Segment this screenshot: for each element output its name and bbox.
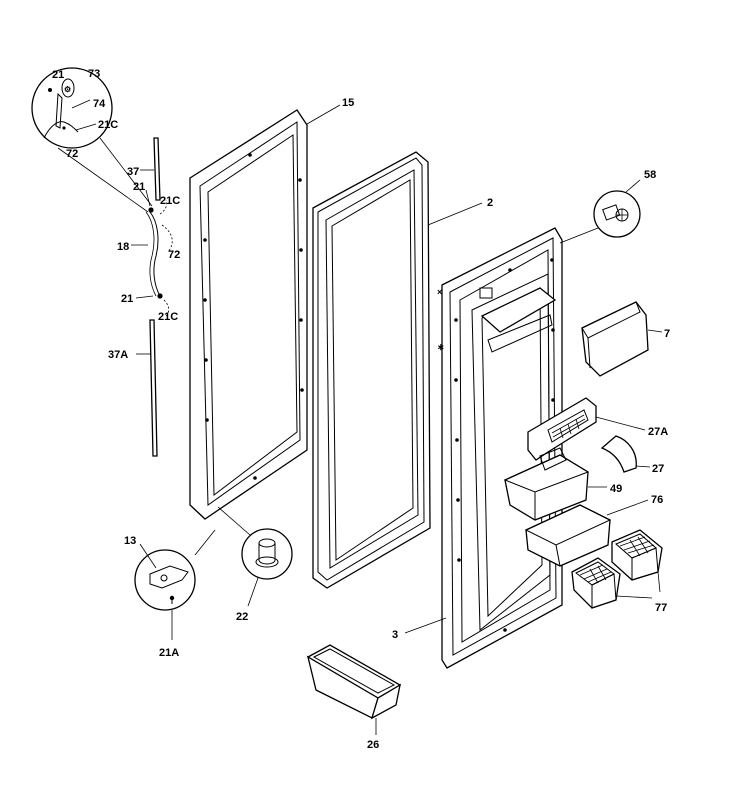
part-76-tray [524,504,612,567]
leader-7 [647,329,663,333]
inset-callout-74: 74 [93,98,106,110]
callout-37: 37 [127,166,139,178]
callout-72-mid: 72 [168,249,180,261]
leader-21c-top [159,199,168,215]
callout-49: 49 [610,483,622,495]
leader-58-a [559,227,599,244]
inset-leader-74 [71,99,91,109]
callout-18: 18 [117,241,129,253]
part-49-drip-tray [503,447,590,521]
callout-3: 3 [392,629,398,641]
callout-37a: 37A [108,349,128,361]
callout-76: 76 [651,494,663,506]
part-58-screw [593,190,641,238]
inset-callout-21c: 21C [98,119,118,131]
callout-27: 27 [652,463,664,475]
leader-27a [595,416,646,431]
leader-21-top [145,189,151,207]
inset-leader-21c [75,123,97,131]
part-3-door-assembly [441,227,563,669]
part-77-pad-lower [571,557,621,609]
part-2-gasket [312,151,431,589]
leader-72-mid [161,224,173,253]
leader-13-link [194,529,216,556]
part-22-hinge-cap [241,528,293,580]
inset-link-a [57,147,149,213]
part-26-bin [306,644,402,720]
leader-58-b [625,179,641,193]
part-77-pad-upper [611,529,663,581]
marker-a: × [437,287,442,297]
callout-21-top: 21 [133,181,145,193]
inset-link-b [99,137,153,207]
callout-22: 22 [236,611,248,623]
leader-3 [404,617,447,634]
inset-callout-21: 21 [52,69,64,81]
part-37a-trim-strip [149,319,158,457]
marker-b: ∗ [437,342,445,352]
part-7-cover [581,301,649,377]
leader-77-b [615,595,653,599]
svg-text:⚙: ⚙ [64,85,71,94]
callout-21c-mid: 21C [158,311,178,323]
callout-21a: 21A [159,647,179,659]
leader-21-mid [135,295,154,299]
part-13-hinge-bracket [134,549,196,611]
leader-13 [139,543,157,569]
part-37-trim-strip [153,137,161,201]
leader-22-b [247,577,259,607]
callout-77: 77 [655,602,667,614]
callout-21-mid: 21 [121,293,133,305]
inset-callout-72: 72 [66,148,78,160]
leader-77-a [657,571,661,593]
callout-13: 13 [124,535,136,547]
callout-15: 15 [342,97,354,109]
part-18-hinge-spring [145,207,163,299]
callout-27a: 27A [648,426,668,438]
callout-58: 58 [644,169,656,181]
leader-27 [635,465,651,468]
inset-callout-73: 73 [88,68,100,80]
callout-2: 2 [487,197,493,209]
callout-7: 7 [664,328,670,340]
part-27-bracket [600,435,637,473]
callout-21c-top: 21C [160,195,180,207]
part-15-door-liner-frame [189,109,308,520]
callout-26: 26 [367,739,379,751]
part-27a-grille [527,397,597,461]
leader-21c-mid [163,299,170,317]
leader-15 [306,104,341,125]
leader-76 [606,499,649,516]
leader-2 [427,202,483,226]
leader-22-a [217,506,251,536]
